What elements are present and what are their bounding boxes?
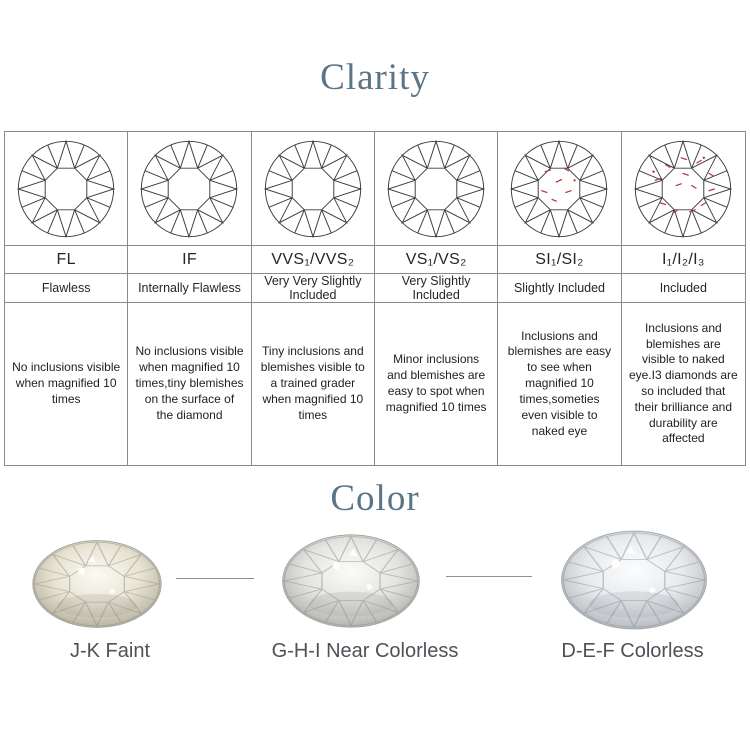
clarity-name-fl: Flawless xyxy=(5,274,129,303)
diamond-i-icon xyxy=(635,140,732,237)
clarity-grade-vvs: VVS₁/VVS₂ xyxy=(251,246,375,274)
clarity-grade-vs: VS₁/VS₂ xyxy=(375,246,499,274)
color-diamond-def-image xyxy=(561,530,707,630)
color-diamond-jk-image xyxy=(32,540,162,628)
clarity-name-vvs: Very Very Slightly Included xyxy=(251,274,375,303)
diamond-if-icon xyxy=(141,140,238,237)
color-label-def: D-E-F Colorless xyxy=(561,640,704,662)
diamond-vs-icon xyxy=(388,140,485,237)
clarity-name-vs: Very Slightly Included xyxy=(375,274,499,303)
clarity-desc-si: Inclusions and blemishes are easy to see… xyxy=(498,303,622,465)
clarity-grade-if: IF xyxy=(128,246,252,274)
clarity-name-i: Included xyxy=(621,274,745,303)
color-divider-line-left xyxy=(176,578,254,579)
color-diamond-ghi-image xyxy=(282,534,420,628)
clarity-diagram-cell-fl xyxy=(5,132,129,246)
clarity-grade-i: I₁/I₂/I₃ xyxy=(621,246,745,274)
clarity-diagram-cell-vvs xyxy=(251,132,375,246)
diamond-vvs-icon xyxy=(264,140,361,237)
diamond-si-icon xyxy=(511,140,608,237)
clarity-desc-vs: Minor inclusions and blemishes are easy … xyxy=(375,303,499,465)
clarity-diagram-cell-i xyxy=(621,132,745,246)
clarity-desc-vvs: Tiny inclusions and blemishes visible to… xyxy=(252,303,375,465)
clarity-desc-fl: No inclusions visible when magnified 10 … xyxy=(5,303,129,465)
color-divider-line-right xyxy=(446,576,532,577)
clarity-grade-fl: FL xyxy=(5,246,129,274)
diamond-fl-icon xyxy=(18,140,115,237)
color-label-ghi: G-H-I Near Colorless xyxy=(271,640,459,662)
clarity-section-title: Clarity xyxy=(320,57,430,98)
clarity-diagram-cell-if xyxy=(128,132,252,246)
color-label-jk: J-K Faint xyxy=(69,640,151,662)
clarity-diagram-cell-si xyxy=(498,132,622,246)
clarity-table: FL IF VVS₁/VVS₂ VS₁/VS₂ SI₁/SI₂ I₁/I₂/I₃… xyxy=(4,131,746,466)
clarity-name-if: Internally Flawless xyxy=(128,274,252,303)
clarity-name-si: Slightly Included xyxy=(498,274,622,303)
color-section-title: Color xyxy=(330,478,420,519)
clarity-desc-if: No inclusions visible when magnified 10 … xyxy=(128,303,252,465)
clarity-diagram-cell-vs xyxy=(375,132,499,246)
clarity-desc-i: Inclusions and blemishes are visible to … xyxy=(628,320,738,446)
clarity-grade-si: SI₁/SI₂ xyxy=(498,246,622,274)
